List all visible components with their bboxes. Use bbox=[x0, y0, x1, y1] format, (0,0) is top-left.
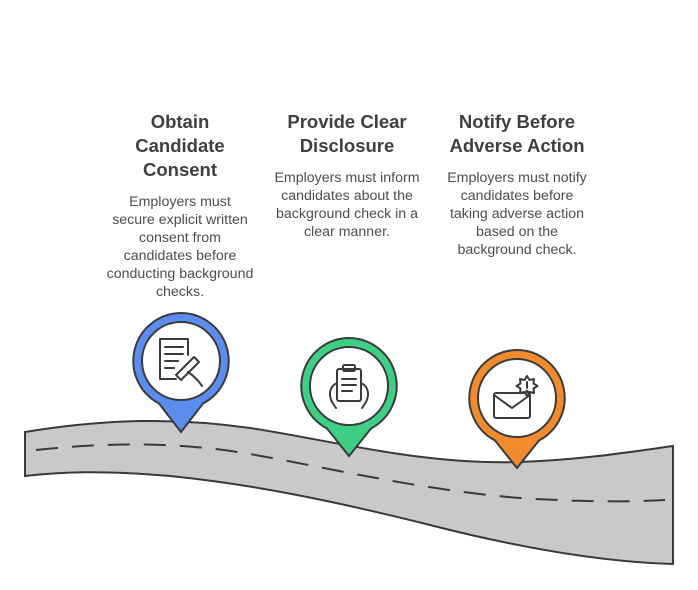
step-description: Employers must inform candidates about t… bbox=[274, 170, 420, 240]
road bbox=[24, 419, 674, 566]
title-line: Disclosure bbox=[299, 135, 395, 156]
step-description: Employers must notify candidates before … bbox=[447, 170, 587, 258]
step-description: Employers must secure explicit written c… bbox=[106, 194, 254, 300]
step-title: Provide Clear Disclosure bbox=[274, 110, 420, 158]
step-provide-disclosure: Provide Clear Disclosure Employers must … bbox=[274, 110, 420, 241]
title-line: Obtain bbox=[150, 111, 210, 132]
step-notify-adverse-action: Notify Before Adverse Action Employers m… bbox=[442, 110, 592, 259]
clipboard-hands-icon bbox=[328, 364, 370, 409]
title-line: Adverse Action bbox=[449, 135, 585, 156]
title-line: Consent bbox=[143, 159, 217, 180]
map-pin-consent bbox=[132, 311, 230, 434]
map-pin-adverse-action bbox=[468, 348, 566, 470]
map-pin-disclosure bbox=[300, 336, 398, 458]
envelope-alert-icon bbox=[493, 375, 539, 419]
title-line: Provide Clear bbox=[287, 111, 407, 132]
document-signing-icon bbox=[159, 338, 203, 387]
step-obtain-consent: Obtain Candidate Consent Employers must … bbox=[106, 110, 254, 301]
title-line: Candidate bbox=[135, 135, 225, 156]
step-title: Notify Before Adverse Action bbox=[442, 110, 592, 158]
road-center-line bbox=[35, 443, 666, 503]
title-line: Notify Before bbox=[458, 111, 576, 132]
step-title: Obtain Candidate Consent bbox=[106, 110, 254, 182]
